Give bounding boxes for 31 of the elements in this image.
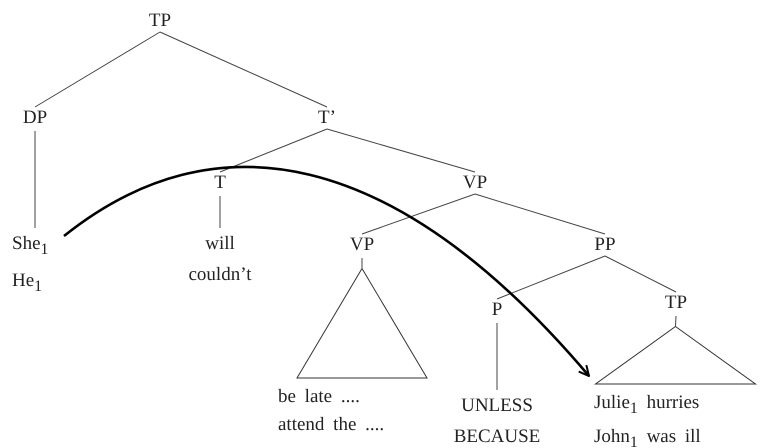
branch-line (675, 316, 676, 326)
branch-line (220, 128, 328, 172)
category-label: PP (583, 232, 627, 258)
category-label: T (205, 170, 235, 196)
word-label: UNLESS (460, 394, 534, 418)
branch-line (474, 194, 606, 234)
branch-line (34, 130, 36, 228)
branch-line (34, 32, 160, 108)
category-label: TP (654, 290, 698, 316)
branch-line (362, 194, 476, 234)
word-label: BECAUSE (452, 425, 542, 448)
category-label: TP (130, 8, 190, 34)
word-label: couldn’t (188, 263, 252, 287)
word-label: attend the .... (277, 413, 386, 437)
word-label: will (204, 232, 236, 256)
category-label: P (482, 297, 512, 323)
word-label: Julie$_{1}$ hurries (593, 391, 700, 419)
word-label: He$_{1}$ (11, 268, 44, 297)
word-label: She$_{1}$ (11, 232, 50, 260)
branch-line (496, 256, 606, 300)
word-label: be late .... (277, 385, 361, 409)
branch-line (496, 322, 498, 390)
branch-line (604, 256, 676, 292)
word-label: John$_{1}$ was ill (593, 424, 702, 448)
movement-arrow (63, 166, 590, 377)
branch-line (326, 128, 476, 172)
category-label: DP (14, 105, 56, 131)
category-label: VP (340, 232, 384, 258)
category-label: VP (453, 170, 497, 196)
category-label: T’ (306, 105, 348, 131)
branch-line (160, 32, 328, 108)
